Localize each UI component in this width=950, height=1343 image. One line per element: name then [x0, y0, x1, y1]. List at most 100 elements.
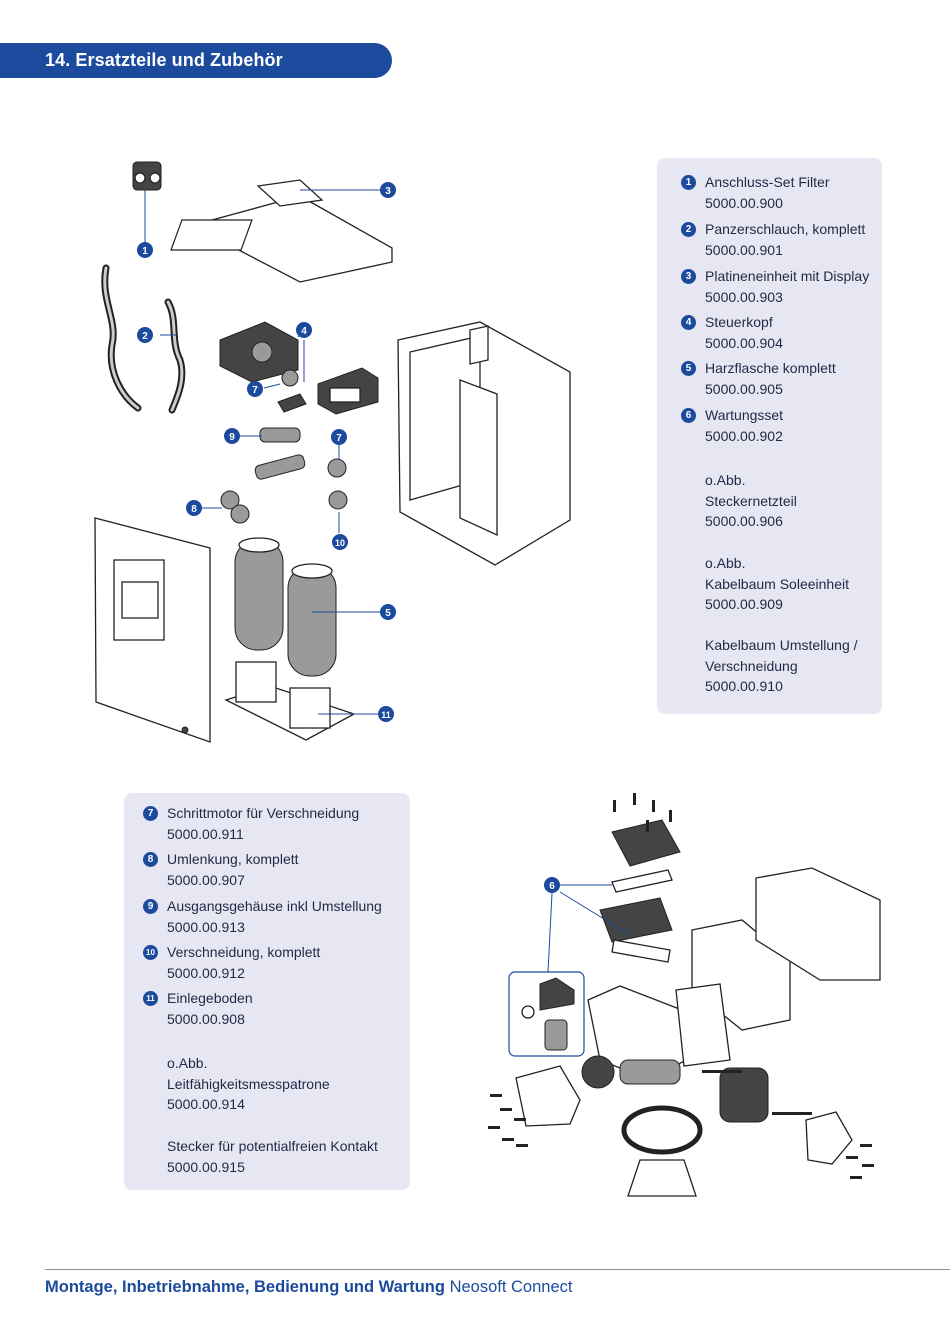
callout-10: 10	[332, 534, 348, 550]
extra-name: Leitfähigkeitsmesspatrone	[167, 1075, 330, 1092]
extra-name: Steckernetzteil	[705, 492, 797, 509]
section-title: 14. Ersatzteile und Zubehör	[45, 50, 283, 70]
parts-item-8: 8 Umlenkung, komplett 5000.00.907	[143, 849, 299, 890]
parts-extra-3: Kabelbaum Umstellung / Verschneidung 500…	[705, 635, 858, 697]
parts-item-1: 1 Anschluss-Set Filter 5000.00.900	[681, 172, 830, 213]
part-resin-bottles-drawing	[234, 537, 337, 677]
item-name: Panzerschlauch, komplett	[705, 221, 866, 237]
page-footer: Montage, Inbetriebnahme, Bedienung und W…	[45, 1278, 572, 1297]
item-badge: 10	[143, 945, 158, 960]
extra-name: Stecker für potentialfreien Kontakt	[167, 1138, 378, 1154]
parts-extra-4: o.Abb. Leitfähigkeitsmesspatrone 5000.00…	[167, 1053, 330, 1115]
item-number: 5000.00.907	[167, 871, 245, 888]
callout-5: 5	[380, 604, 396, 620]
item-name: Ausgangsgehäuse inkl Umstellung	[167, 898, 382, 914]
item-name: Verschneidung, komplett	[167, 944, 321, 960]
footer-product-name: Neosoft Connect	[449, 1278, 573, 1296]
svg-text:10: 10	[335, 538, 345, 548]
svg-text:5: 5	[385, 608, 391, 619]
part-lid-drawing	[170, 179, 393, 283]
parts-list-box-b: 7 Schrittmotor für Verschneidung 5000.00…	[124, 793, 410, 1190]
svg-text:6: 6	[549, 881, 555, 892]
parts-item-10: 10 Verschneidung, komplett 5000.00.912	[143, 942, 321, 983]
part-insert-base-drawing	[224, 661, 356, 741]
footer-divider	[45, 1269, 950, 1270]
callout-2: 2	[137, 327, 153, 343]
extra-number: 5000.00.906	[705, 513, 783, 529]
svg-text:3: 3	[385, 186, 391, 197]
item-badge: 9	[143, 899, 158, 914]
parts-list-box-a: 1 Anschluss-Set Filter 5000.00.900 2 Pan…	[657, 158, 882, 714]
parts-extra-5: Stecker für potentialfreien Kontakt 5000…	[167, 1136, 378, 1177]
svg-text:7: 7	[252, 385, 258, 396]
svg-text:9: 9	[229, 432, 235, 443]
svg-text:8: 8	[191, 504, 197, 515]
parts-extra-1: o.Abb. Steckernetzteil 5000.00.906	[705, 470, 797, 532]
extra-number: 5000.00.915	[167, 1158, 245, 1175]
extra-note: o.Abb.	[705, 472, 746, 488]
part-fittings-drawing	[220, 369, 348, 524]
item-number: 5000.00.908	[167, 1010, 245, 1027]
item-badge: 6	[681, 408, 696, 423]
svg-text:4: 4	[301, 326, 307, 337]
extra-name: Kabelbaum Umstellung /	[705, 637, 858, 653]
part-service-kit-drawing	[488, 793, 881, 1197]
item-number: 5000.00.912	[167, 964, 245, 981]
part-connection-set-drawing	[132, 161, 162, 191]
callout-7a: 7	[247, 381, 263, 397]
item-number: 5000.00.902	[705, 427, 783, 444]
item-name: Anschluss-Set Filter	[705, 174, 830, 190]
item-number: 5000.00.903	[705, 288, 783, 305]
item-number: 5000.00.905	[705, 380, 783, 397]
parts-item-6: 6 Wartungsset 5000.00.902	[681, 405, 784, 446]
item-name: Steuerkopf	[705, 314, 773, 330]
callout-11: 11	[378, 706, 394, 722]
parts-item-11: 11 Einlegeboden 5000.00.908	[143, 988, 253, 1029]
callout-7b: 7	[331, 429, 347, 445]
parts-item-5: 5 Harzflasche komplett 5000.00.905	[681, 358, 836, 399]
item-name: Einlegeboden	[167, 990, 253, 1006]
extra-name: Kabelbaum Soleeinheit	[705, 575, 849, 592]
extra-note: o.Abb.	[705, 555, 746, 571]
parts-item-9: 9 Ausgangsgehäuse inkl Umstellung 5000.0…	[143, 896, 382, 937]
svg-text:1: 1	[142, 246, 148, 257]
svg-text:7: 7	[336, 433, 342, 444]
item-badge: 4	[681, 315, 696, 330]
item-badge: 1	[681, 175, 696, 190]
svg-text:2: 2	[142, 331, 148, 342]
item-badge: 8	[143, 852, 158, 867]
callout-6: 6	[544, 877, 560, 893]
parts-item-2: 2 Panzerschlauch, komplett 5000.00.901	[681, 219, 866, 260]
parts-extra-2: o.Abb. Kabelbaum Soleeinheit 5000.00.909	[705, 553, 849, 615]
item-number: 5000.00.900	[705, 194, 783, 211]
part-cabinet-drawing	[397, 321, 571, 566]
extra-name-cont: Verschneidung	[705, 657, 798, 674]
callout-4: 4	[296, 322, 312, 338]
callout-3: 3	[380, 182, 396, 198]
item-badge: 5	[681, 361, 696, 376]
item-badge: 11	[143, 991, 158, 1006]
parts-item-7: 7 Schrittmotor für Verschneidung 5000.00…	[143, 803, 360, 844]
parts-item-3: 3 Platineneinheit mit Display 5000.00.90…	[681, 266, 870, 307]
item-number: 5000.00.901	[705, 241, 783, 258]
item-number: 5000.00.911	[167, 825, 244, 842]
part-control-head-drawing	[219, 321, 379, 415]
section-header-tab: 14. Ersatzteile und Zubehör	[0, 43, 392, 78]
item-number: 5000.00.913	[167, 918, 245, 935]
item-name: Wartungsset	[705, 407, 784, 423]
item-name: Schrittmotor für Verschneidung	[167, 805, 360, 821]
item-badge: 2	[681, 222, 696, 237]
item-name: Platineneinheit mit Display	[705, 268, 870, 284]
callout-8: 8	[186, 500, 202, 516]
extra-number: 5000.00.910	[705, 678, 783, 694]
parts-item-4: 4 Steuerkopf 5000.00.904	[681, 312, 783, 353]
item-number: 5000.00.904	[705, 334, 783, 351]
extra-number: 5000.00.909	[705, 596, 783, 612]
extra-number: 5000.00.914	[167, 1096, 245, 1112]
item-name: Umlenkung, komplett	[167, 851, 299, 867]
item-badge: 7	[143, 806, 158, 821]
callout-9: 9	[224, 428, 240, 444]
part-front-panel-drawing	[94, 517, 211, 743]
extra-note: o.Abb.	[167, 1055, 208, 1071]
